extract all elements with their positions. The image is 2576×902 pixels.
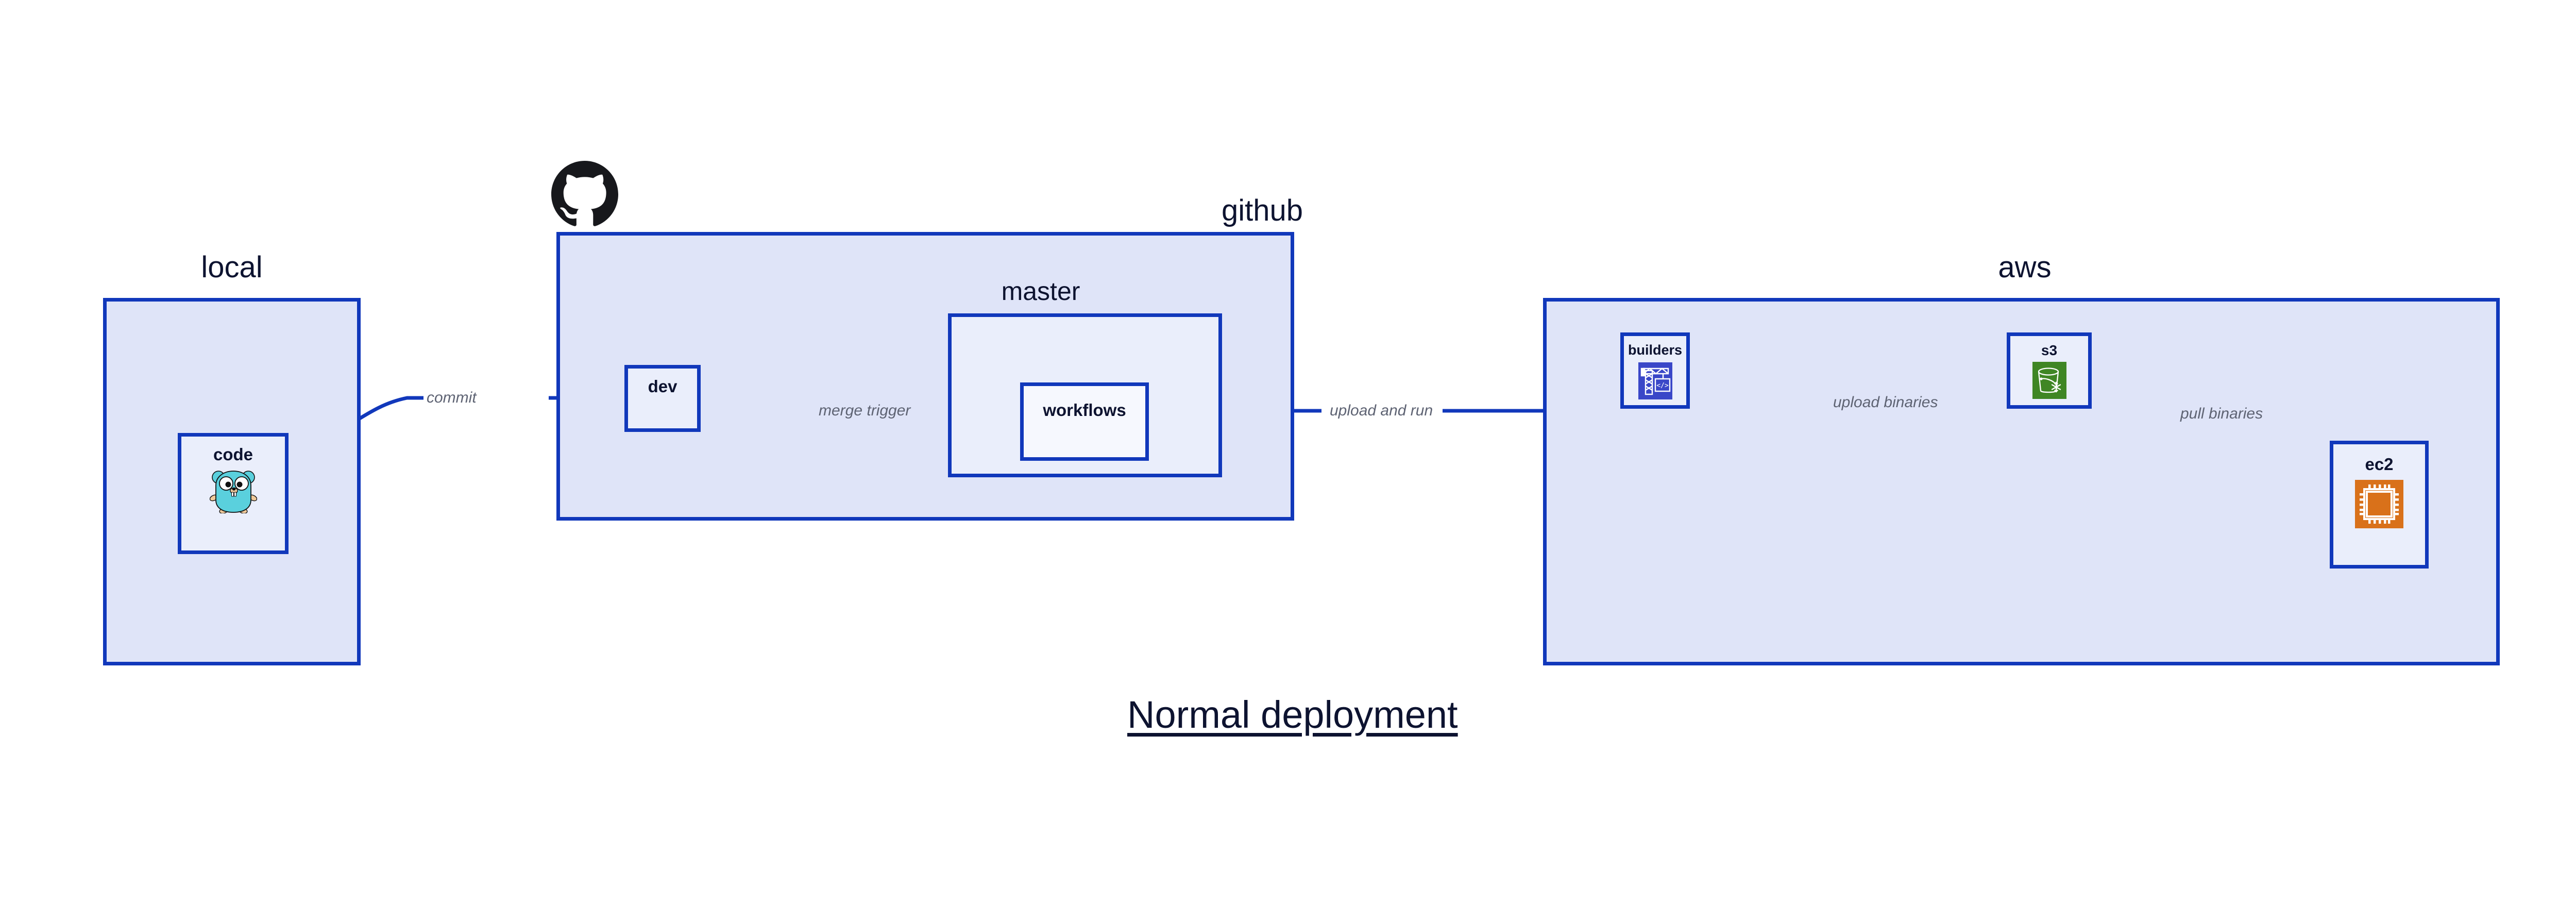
group-label-aws: aws — [1998, 250, 2052, 284]
node-s3[interactable]: s3 — [2007, 332, 2092, 409]
diagram-title: Normal deployment — [1127, 693, 1458, 736]
edge-label-upload-and-run: upload and run — [1327, 403, 1436, 419]
go-gopher-icon — [209, 468, 257, 516]
node-builders[interactable]: builders </> — [1620, 332, 1690, 409]
node-s3-label: s3 — [2041, 342, 2058, 358]
svg-text:</>: </> — [1656, 382, 1669, 390]
edge-label-upload-binaries: upload binaries — [1830, 395, 1941, 410]
edge-label-pull-binaries: pull binaries — [2177, 406, 2266, 422]
node-workflows[interactable]: workflows — [1020, 382, 1149, 461]
cpu-chip-icon — [2355, 480, 2403, 531]
group-label-github: github — [1221, 194, 1303, 227]
node-code[interactable]: code — [178, 433, 289, 554]
node-builders-label: builders — [1628, 342, 1683, 358]
edge-label-commit: commit — [423, 390, 480, 406]
node-workflows-label: workflows — [1043, 400, 1126, 420]
group-label-master: master — [1001, 277, 1080, 306]
node-ec2[interactable]: ec2 — [2330, 441, 2429, 569]
s3-bucket-glacier-icon — [2032, 362, 2066, 402]
node-dev[interactable]: dev — [624, 365, 701, 432]
github-octocat-icon — [551, 161, 618, 228]
node-ec2-label: ec2 — [2365, 455, 2394, 474]
edge-label-merge-trigger: merge trigger — [816, 403, 914, 419]
group-label-local: local — [201, 250, 263, 284]
crane-code-icon: </> — [1638, 362, 1672, 402]
node-code-label: code — [213, 445, 253, 464]
node-dev-label: dev — [648, 377, 677, 396]
